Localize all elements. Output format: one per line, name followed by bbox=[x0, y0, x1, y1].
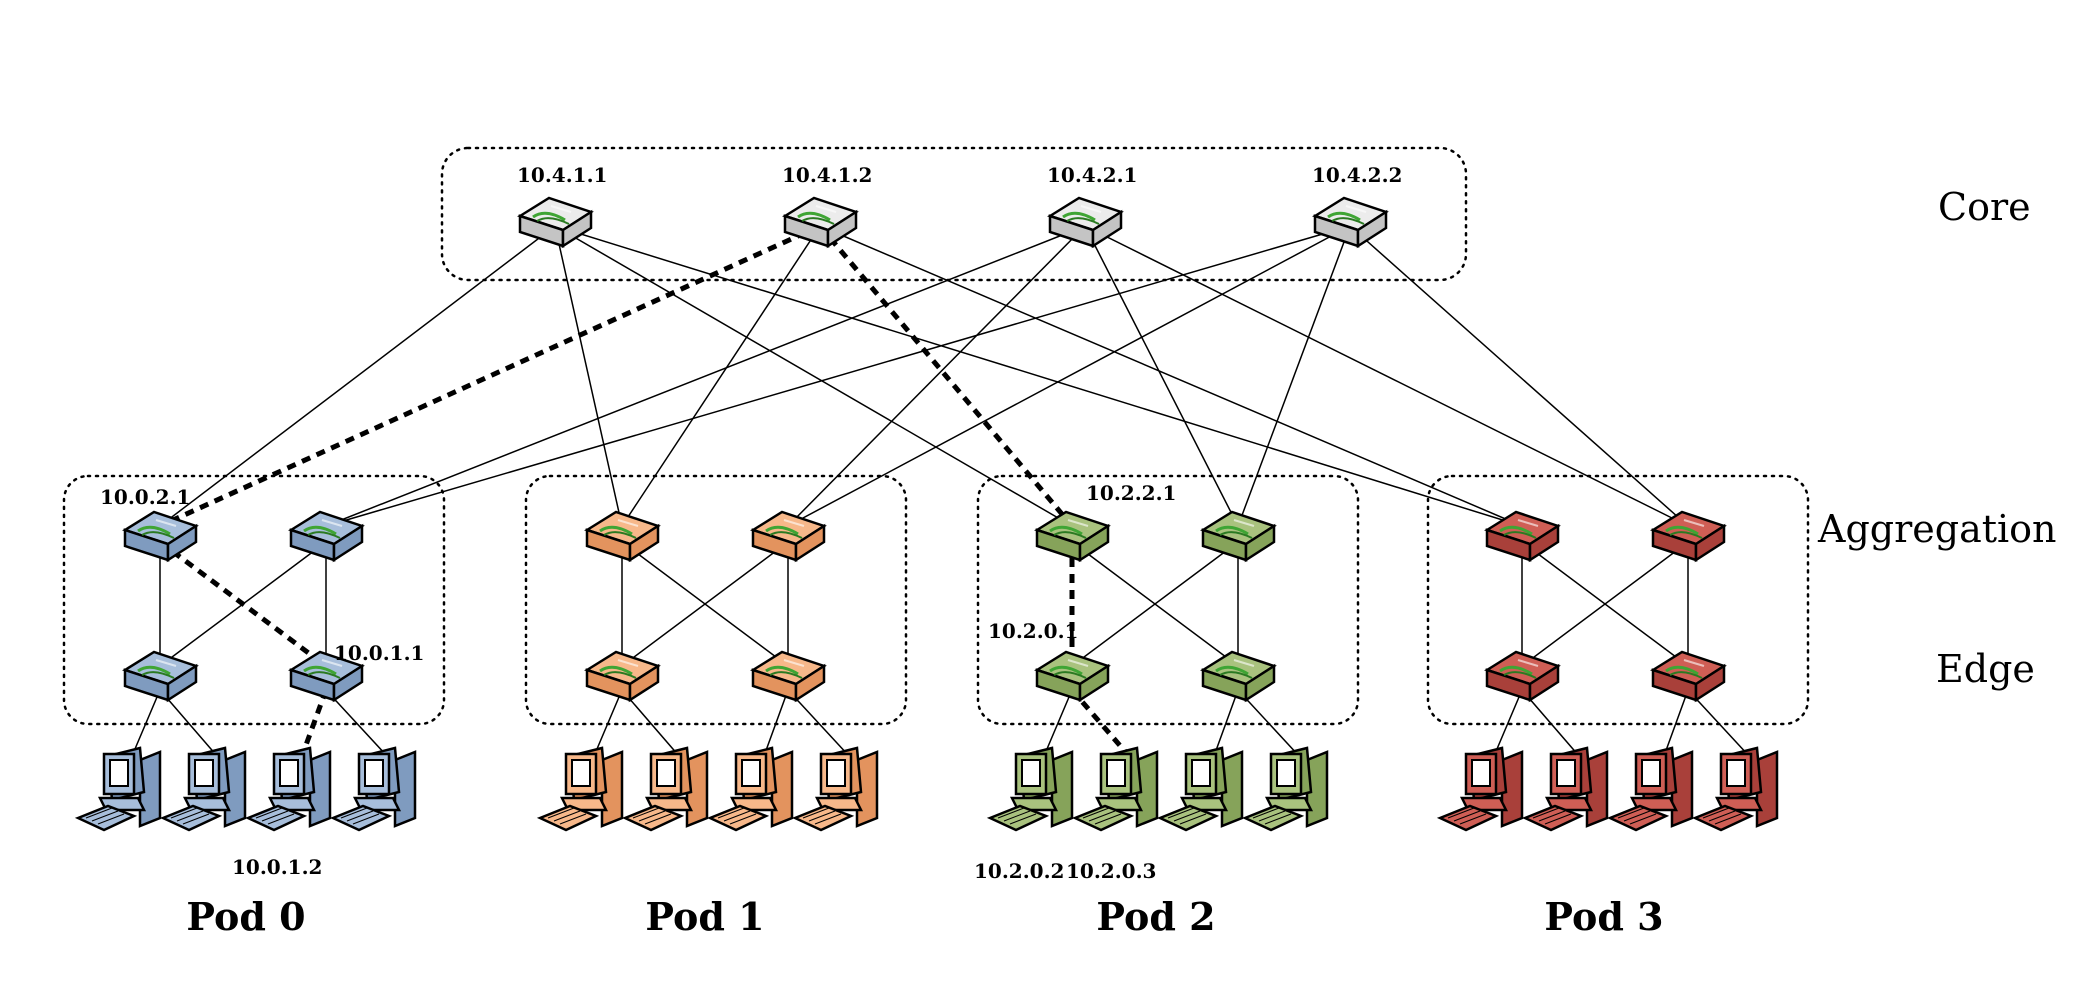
pod0-host-0-icon bbox=[76, 746, 162, 832]
pod0-agg-1-to-edge-0-link bbox=[159, 541, 327, 667]
core-switch-3-ip: 10.4.2.2 bbox=[1312, 163, 1402, 187]
pod-3-label: Pod 3 bbox=[1544, 894, 1663, 939]
pod2-host-2-icon bbox=[1158, 746, 1244, 832]
pod3-host-2-icon bbox=[1608, 746, 1694, 832]
core-switch-2-ip: 10.4.2.1 bbox=[1047, 163, 1137, 187]
pod3-agg-1-to-edge-0-link bbox=[1521, 541, 1689, 667]
pod1-aggregation-switch-1-icon bbox=[751, 510, 826, 562]
pod3-edge-switch-0-icon bbox=[1485, 650, 1560, 702]
core-switch-1-ip: 10.4.1.2 bbox=[782, 163, 872, 187]
pod1-host-1-icon bbox=[623, 746, 709, 832]
pod0-edge-switch-0-icon bbox=[123, 650, 198, 702]
pod0-host-1-icon bbox=[161, 746, 247, 832]
core-0-to-pod3-agg-0-link bbox=[554, 225, 1523, 527]
core-3-to-pod1-agg-1-link bbox=[787, 225, 1351, 527]
core-group-box bbox=[440, 146, 1468, 282]
core-switch-0-icon bbox=[518, 196, 593, 248]
pod1-host-3-icon bbox=[793, 746, 879, 832]
pod2-aggregation-switch-0-icon bbox=[1035, 510, 1110, 562]
pod2-edge-0-to-host-1-link bbox=[1070, 688, 1131, 758]
pod0-edge-0-to-host-1-link bbox=[159, 689, 218, 757]
pod-2-label: Pod 2 bbox=[1096, 894, 1215, 939]
grouping-boxes bbox=[62, 146, 1810, 726]
core-3-to-pod3-agg-1-link bbox=[1349, 225, 1689, 527]
pod-0-label: Pod 0 bbox=[186, 894, 305, 939]
core-switch-0-ip: 10.4.1.1 bbox=[517, 163, 607, 187]
core-0-to-pod1-agg-0-link bbox=[554, 225, 623, 527]
labels-layer: 10.4.1.1 10.4.1.2 10.4.2.1 10.4.2.2 10.0.2.1… bbox=[100, 163, 2057, 939]
links-layer bbox=[131, 223, 1750, 758]
core-2-to-pod0-agg-1-link bbox=[325, 225, 1086, 527]
pod3-edge-switch-1-icon bbox=[1651, 650, 1726, 702]
pod1-edge-1-to-host-3-link bbox=[787, 689, 850, 757]
pod3-edge-0-to-host-0-link bbox=[1493, 689, 1523, 757]
pod0-aggregation-switch-0-icon bbox=[123, 510, 198, 562]
pod2-edge-switch-0-icon bbox=[1035, 650, 1110, 702]
pod-3-group-box bbox=[1426, 474, 1810, 726]
pod3-host-3-icon bbox=[1693, 746, 1779, 832]
pod2-agg-1-to-edge-0-link bbox=[1071, 541, 1239, 667]
pod-1-label: Pod 1 bbox=[645, 894, 764, 939]
pod2-edge-0-to-host-0-link bbox=[1043, 689, 1073, 757]
edge-layer-label: Edge bbox=[1936, 647, 2035, 691]
pod1-agg-1-to-edge-0-link bbox=[621, 541, 789, 667]
pod1-host-0-icon bbox=[538, 746, 624, 832]
pod2-host-2-ip: 10.2.0.3 bbox=[1066, 859, 1156, 883]
pod3-aggregation-switch-1-icon bbox=[1651, 510, 1726, 562]
pod1-edge-0-to-host-1-link bbox=[621, 689, 680, 757]
pod0-agg-1-ip: 10.0.2.1 bbox=[100, 485, 190, 509]
pod-1-group-box bbox=[524, 474, 908, 726]
core-1-to-pod1-agg-0-link bbox=[621, 225, 821, 527]
core-1-to-pod2-agg-0-link bbox=[818, 224, 1074, 528]
pod0-host-3-icon bbox=[331, 746, 417, 832]
core-switch-1-icon bbox=[783, 196, 858, 248]
pod3-host-1-icon bbox=[1523, 746, 1609, 832]
pod1-edge-switch-1-icon bbox=[751, 650, 826, 702]
core-3-to-pod2-agg-1-link bbox=[1237, 225, 1351, 527]
pod2-edge-1-to-host-2-link bbox=[1213, 689, 1239, 757]
core-3-to-pod0-agg-1-link bbox=[325, 225, 1351, 527]
pod0-host-3-ip: 10.0.1.2 bbox=[232, 855, 322, 879]
pod2-host-0-icon bbox=[988, 746, 1074, 832]
pod-2-group-box bbox=[976, 474, 1360, 726]
pod3-host-0-icon bbox=[1438, 746, 1524, 832]
pod3-edge-1-to-host-2-link bbox=[1663, 689, 1689, 757]
pod1-edge-switch-0-icon bbox=[585, 650, 660, 702]
pod0-edge-1-to-host-3-link bbox=[325, 689, 388, 757]
pod2-edge-switch-1-icon bbox=[1201, 650, 1276, 702]
pod2-host-1-ip: 10.2.0.2 bbox=[974, 859, 1064, 883]
core-0-to-pod2-agg-0-link bbox=[554, 225, 1073, 527]
aggregation-layer-label: Aggregation bbox=[1817, 507, 2057, 551]
pod-0-group-box bbox=[62, 474, 446, 726]
core-1-to-pod0-agg-0-link bbox=[158, 223, 822, 529]
pod2-aggregation-switch-1-icon bbox=[1201, 510, 1276, 562]
pod2-host-1-icon bbox=[1073, 746, 1159, 832]
pod0-host-2-icon bbox=[246, 746, 332, 832]
pod1-aggregation-switch-0-icon bbox=[585, 510, 660, 562]
pod2-agg-1-ip: 10.2.2.1 bbox=[1086, 481, 1176, 505]
pod2-host-3-icon bbox=[1243, 746, 1329, 832]
pod0-edge-2-ip: 10.0.1.1 bbox=[334, 641, 424, 665]
core-layer-label: Core bbox=[1938, 185, 2031, 229]
nodes-layer bbox=[76, 196, 1779, 832]
core-1-to-pod3-agg-0-link bbox=[819, 225, 1523, 527]
pod1-host-2-icon bbox=[708, 746, 794, 832]
pod2-edge-1-ip: 10.2.0.1 bbox=[988, 619, 1078, 643]
